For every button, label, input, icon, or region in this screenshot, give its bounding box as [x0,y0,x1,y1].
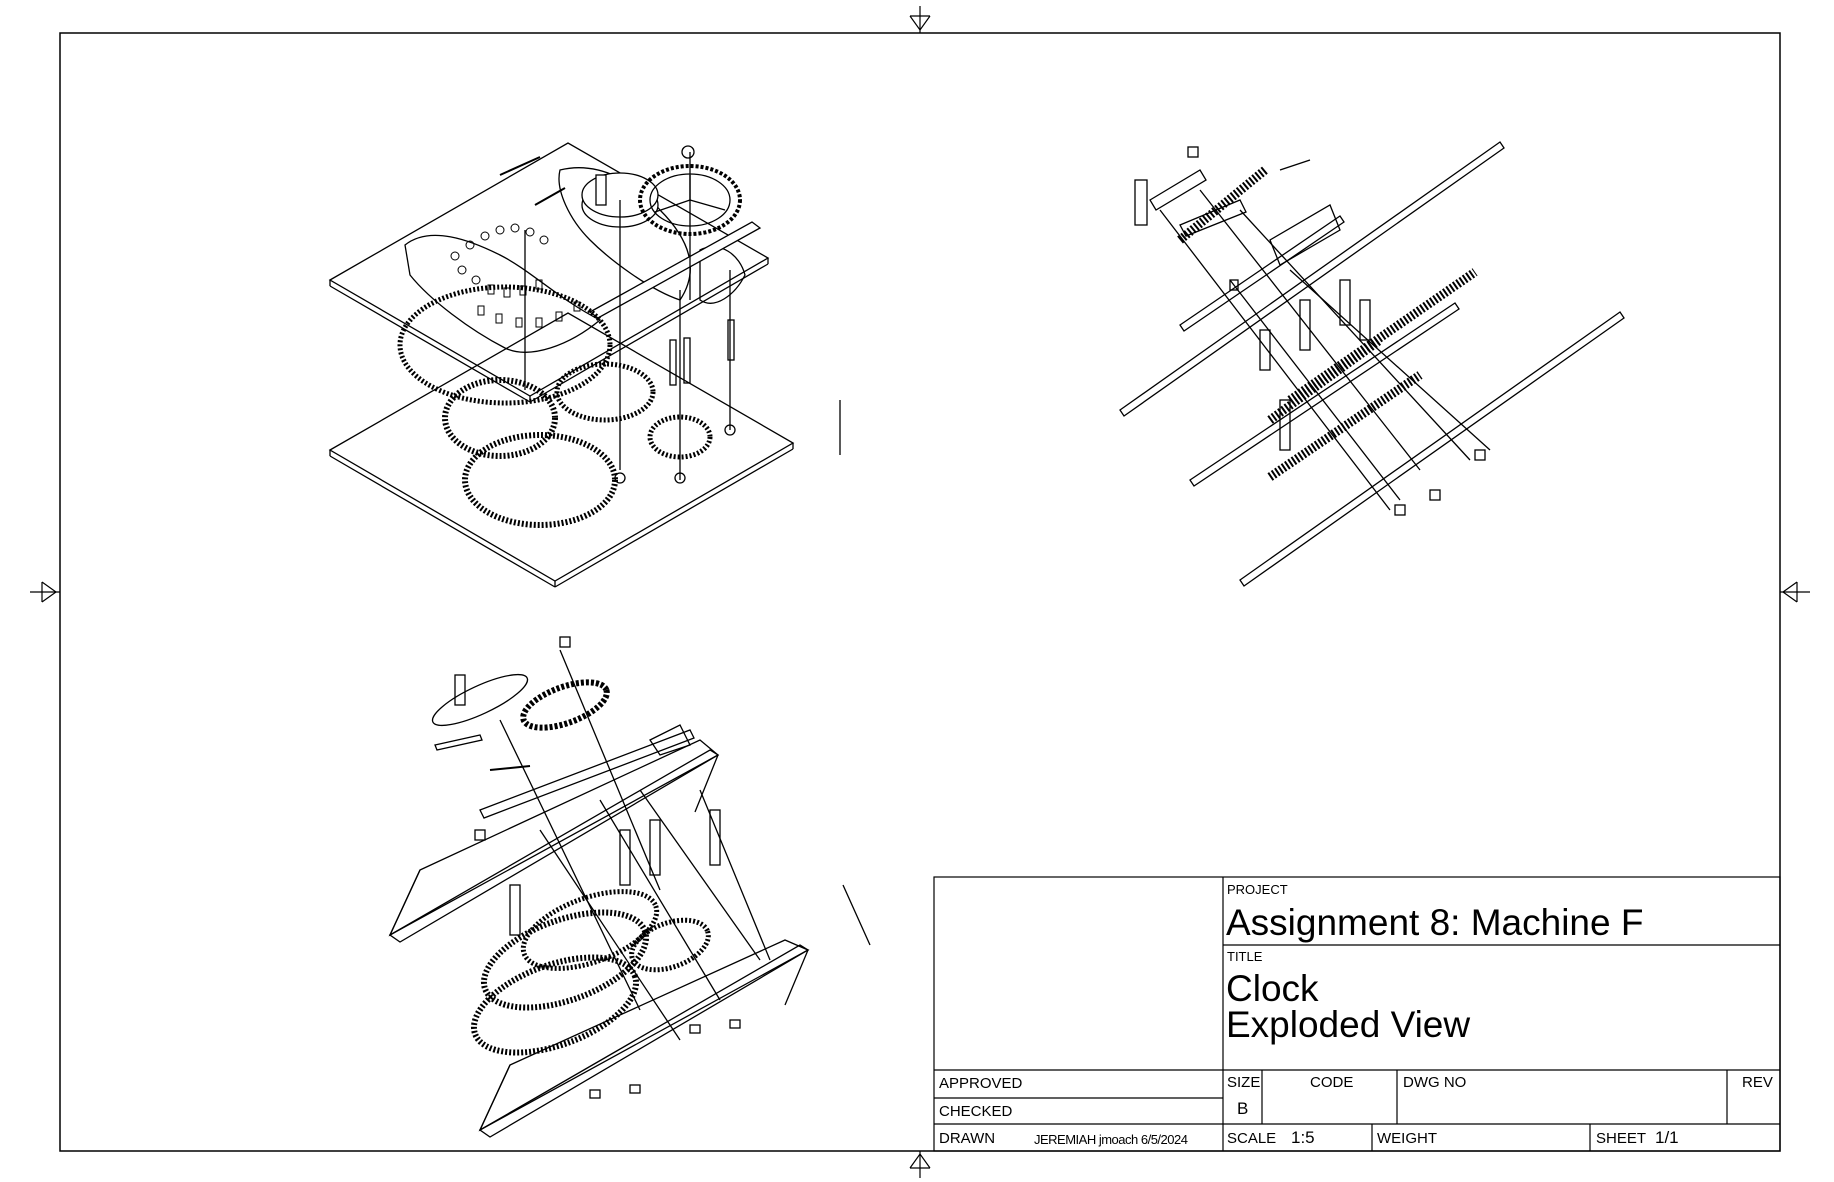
title-block-frame [933,876,1781,1152]
project-label: PROJECT [1227,882,1288,897]
view-side-exploded [1119,141,1625,587]
view-isometric-exploded [328,142,841,588]
weight-label: WEIGHT [1377,1130,1437,1147]
title-label: TITLE [1227,949,1263,964]
drawn-label: DRAWN [939,1130,996,1147]
approved-label: APPROVED [939,1075,1023,1092]
title-line-1: Clock [1226,968,1319,1009]
sheet-label: SHEET [1596,1130,1647,1147]
sheet-value: 1/1 [1655,1128,1679,1147]
checked-label: CHECKED [939,1103,1013,1120]
center-mark-top [909,6,931,33]
view-rotated-exploded [388,636,871,1138]
center-mark-right [1780,581,1810,603]
rev-label: REV [1742,1074,1773,1091]
title-line-2: Exploded View [1226,1004,1471,1045]
scale-value: 1:5 [1291,1128,1315,1147]
dwg-no-label: DWG NO [1403,1074,1467,1091]
drawn-by: JEREMIAH jmoach 6/5/2024 [1034,1132,1188,1147]
center-mark-left [30,581,60,603]
size-value: B [1237,1099,1249,1118]
scale-label: SCALE [1227,1130,1277,1147]
size-label: SIZE [1227,1074,1261,1091]
center-mark-bottom [909,1151,931,1178]
code-label: CODE [1310,1074,1354,1091]
project-name: Assignment 8: Machine F [1226,902,1644,943]
